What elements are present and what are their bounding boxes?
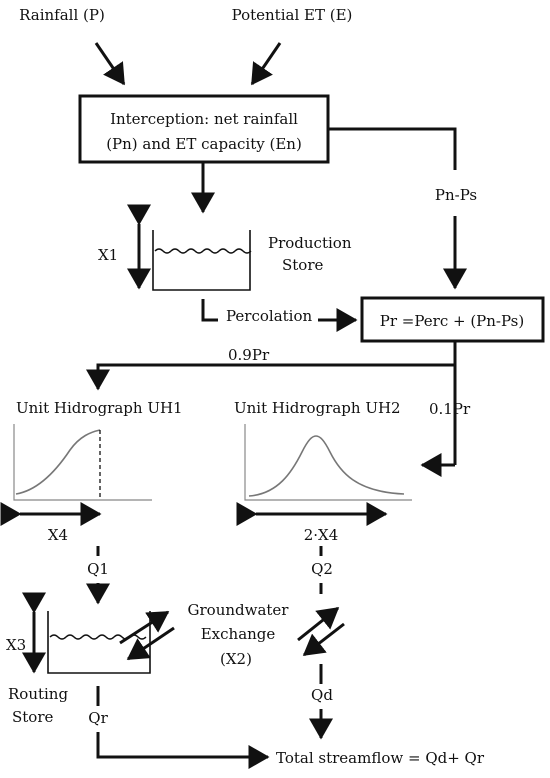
uh1-curve [15, 429, 101, 495]
interception-line2: (Pn) and ET capacity (En) [106, 135, 302, 153]
pr-09-label: 0.9Pr [228, 346, 270, 364]
uh1-title: Unit Hidrograph UH1 [16, 399, 183, 417]
x1-label: X1 [98, 246, 118, 264]
qr-arrow [96, 732, 270, 769]
production-store-water [154, 248, 252, 254]
qd-label: Qd [311, 686, 333, 704]
percolation-label: Percolation [226, 307, 312, 325]
production-store-tank [152, 230, 251, 291]
gw-exchange-in-arrow [126, 626, 175, 661]
production-store-line2: Store [282, 256, 324, 274]
routing-store-line2: Store [12, 708, 54, 726]
q2-label: Q2 [311, 560, 333, 578]
interception-box [78, 94, 330, 164]
rainfall-label: Rainfall (P) [19, 6, 105, 24]
production-store-line1: Production [268, 234, 352, 252]
rainfall-arrow [94, 42, 126, 86]
x3-label: X3 [6, 636, 26, 654]
x4-label: X4 [48, 526, 68, 544]
q2-exchange-out-arrow [297, 606, 340, 642]
pr-box-label: Pr =Perc + (Pn-Ps) [380, 312, 525, 330]
routing-store-tank [47, 611, 151, 674]
interception-line1: Interception: net rainfall [110, 110, 298, 128]
pr-01-label: 0.1Pr [429, 400, 471, 418]
percolation-corner [201, 299, 218, 322]
potential-et-label: Potential ET (E) [232, 6, 353, 24]
pn-ps-label: Pn-Ps [435, 186, 477, 204]
q1-label: Q1 [87, 560, 109, 578]
uh1-axes [13, 424, 152, 501]
total-streamflow-label: Total streamflow = Qd+ Qr [276, 749, 485, 767]
groundwater-line2: Exchange [201, 625, 276, 643]
potential-et-arrow [250, 42, 282, 86]
groundwater-line3: (X2) [220, 650, 252, 668]
pn-ps-line [328, 127, 457, 170]
uh2-title: Unit Hidrograph UH2 [234, 399, 401, 417]
pr-box [360, 296, 545, 343]
qr-label: Qr [88, 709, 108, 727]
pr-09-line [86, 363, 455, 391]
groundwater-line1: Groundwater [188, 601, 290, 619]
gw-exchange-out-arrow [119, 610, 170, 645]
2x4-label: 2·X4 [304, 526, 339, 544]
uh2-axes [244, 424, 412, 501]
q2-exchange-in-arrow [302, 622, 345, 657]
uh2-curve [248, 435, 405, 497]
routing-store-line1: Routing [8, 685, 68, 703]
